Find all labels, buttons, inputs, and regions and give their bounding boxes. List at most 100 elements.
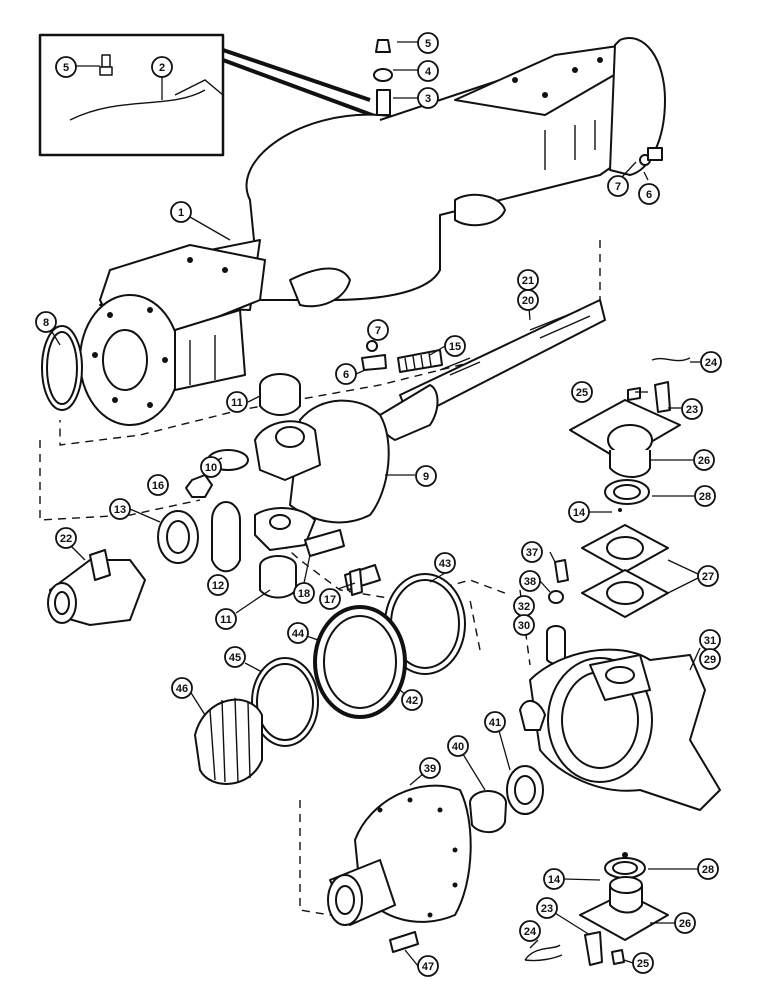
callout-10: 10 bbox=[200, 456, 222, 478]
svg-text:44: 44 bbox=[292, 628, 305, 640]
svg-text:24: 24 bbox=[705, 357, 718, 369]
axle-housing bbox=[79, 37, 666, 426]
callout-26-top: 26 bbox=[693, 449, 715, 471]
svg-text:16: 16 bbox=[152, 480, 164, 492]
svg-text:45: 45 bbox=[229, 652, 241, 664]
callout-32: 32 bbox=[513, 595, 535, 617]
svg-text:9: 9 bbox=[423, 471, 429, 483]
callout-17: 17 bbox=[319, 588, 341, 610]
svg-text:8: 8 bbox=[43, 317, 49, 329]
callout-45: 45 bbox=[224, 646, 246, 668]
callout-11: 11 bbox=[215, 608, 237, 630]
svg-text:31: 31 bbox=[704, 635, 716, 647]
svg-text:14: 14 bbox=[573, 507, 586, 519]
svg-text:14: 14 bbox=[548, 874, 561, 886]
svg-text:11: 11 bbox=[231, 397, 243, 409]
svg-text:40: 40 bbox=[452, 741, 464, 753]
svg-text:23: 23 bbox=[541, 903, 553, 915]
callout-4: 4 bbox=[417, 60, 439, 82]
callouts: 5 2 5 4 3 7 6 1 21 20 8 7 15 6 24 11 25 … bbox=[35, 32, 722, 977]
svg-text:12: 12 bbox=[212, 580, 224, 592]
svg-text:18: 18 bbox=[298, 588, 310, 600]
callout-5-inset: 5 bbox=[55, 56, 77, 78]
svg-text:28: 28 bbox=[699, 491, 711, 503]
callout-6-top: 6 bbox=[638, 183, 660, 205]
callout-11-top: 11 bbox=[226, 391, 248, 413]
callout-24: 24 bbox=[519, 920, 541, 942]
svg-text:23: 23 bbox=[686, 404, 698, 416]
svg-text:47: 47 bbox=[422, 961, 434, 973]
callout-28-top: 28 bbox=[694, 485, 716, 507]
callout-40: 40 bbox=[447, 735, 469, 757]
callout-2-inset: 2 bbox=[151, 56, 173, 78]
callout-3: 3 bbox=[417, 87, 439, 109]
callout-20: 20 bbox=[517, 289, 539, 311]
svg-text:4: 4 bbox=[425, 66, 432, 78]
callout-13: 13 bbox=[109, 498, 131, 520]
callout-44: 44 bbox=[287, 622, 309, 644]
svg-text:6: 6 bbox=[646, 189, 652, 201]
callout-39: 39 bbox=[419, 757, 441, 779]
callout-15: 15 bbox=[444, 335, 466, 357]
callout-30: 30 bbox=[513, 614, 535, 636]
callout-14: 14 bbox=[543, 868, 565, 890]
svg-text:21: 21 bbox=[522, 275, 534, 287]
svg-text:28: 28 bbox=[702, 864, 714, 876]
svg-text:5: 5 bbox=[63, 62, 69, 74]
svg-text:11: 11 bbox=[220, 614, 232, 626]
callout-26: 26 bbox=[674, 912, 696, 934]
callout-22: 22 bbox=[55, 527, 77, 549]
svg-text:20: 20 bbox=[522, 295, 534, 307]
svg-text:7: 7 bbox=[375, 325, 381, 337]
svg-text:25: 25 bbox=[637, 958, 649, 970]
svg-text:13: 13 bbox=[114, 504, 126, 516]
callout-6: 6 bbox=[335, 363, 357, 385]
callout-7-top: 7 bbox=[607, 175, 629, 197]
svg-text:27: 27 bbox=[702, 571, 714, 583]
svg-text:7: 7 bbox=[615, 181, 621, 193]
callout-43: 43 bbox=[434, 552, 456, 574]
svg-text:26: 26 bbox=[698, 455, 710, 467]
svg-text:22: 22 bbox=[60, 533, 72, 545]
callout-31: 31 bbox=[699, 629, 721, 651]
callout-21: 21 bbox=[517, 269, 539, 291]
svg-text:15: 15 bbox=[449, 341, 461, 353]
svg-text:41: 41 bbox=[489, 717, 501, 729]
callout-37: 37 bbox=[521, 541, 543, 563]
callout-18: 18 bbox=[293, 582, 315, 604]
svg-text:2: 2 bbox=[159, 62, 165, 74]
callout-25-top: 25 bbox=[571, 381, 593, 403]
callout-14-top: 14 bbox=[568, 501, 590, 523]
callout-16: 16 bbox=[147, 474, 169, 496]
callout-41: 41 bbox=[484, 711, 506, 733]
svg-text:10: 10 bbox=[205, 462, 217, 474]
svg-text:46: 46 bbox=[176, 683, 188, 695]
svg-text:6: 6 bbox=[343, 369, 349, 381]
svg-text:42: 42 bbox=[406, 695, 418, 707]
svg-text:43: 43 bbox=[439, 558, 451, 570]
callout-9: 9 bbox=[415, 465, 437, 487]
svg-text:37: 37 bbox=[526, 547, 538, 559]
callout-25: 25 bbox=[632, 952, 654, 974]
callout-8: 8 bbox=[35, 311, 57, 333]
svg-text:26: 26 bbox=[679, 918, 691, 930]
callout-24-top: 24 bbox=[700, 351, 722, 373]
svg-text:24: 24 bbox=[524, 926, 537, 938]
callout-28: 28 bbox=[697, 858, 719, 880]
callout-46: 46 bbox=[171, 677, 193, 699]
svg-text:3: 3 bbox=[425, 93, 431, 105]
callout-5: 5 bbox=[417, 32, 439, 54]
svg-text:1: 1 bbox=[178, 207, 184, 219]
callout-12: 12 bbox=[207, 574, 229, 596]
callout-27: 27 bbox=[697, 565, 719, 587]
svg-text:39: 39 bbox=[424, 763, 436, 775]
callout-38: 38 bbox=[519, 570, 541, 592]
callout-29: 29 bbox=[699, 648, 721, 670]
assembly-outline bbox=[39, 240, 601, 921]
callout-23: 23 bbox=[536, 897, 558, 919]
callout-7: 7 bbox=[367, 319, 389, 341]
callout-47: 47 bbox=[417, 955, 439, 977]
svg-text:17: 17 bbox=[324, 594, 336, 606]
callout-1: 1 bbox=[170, 201, 192, 223]
